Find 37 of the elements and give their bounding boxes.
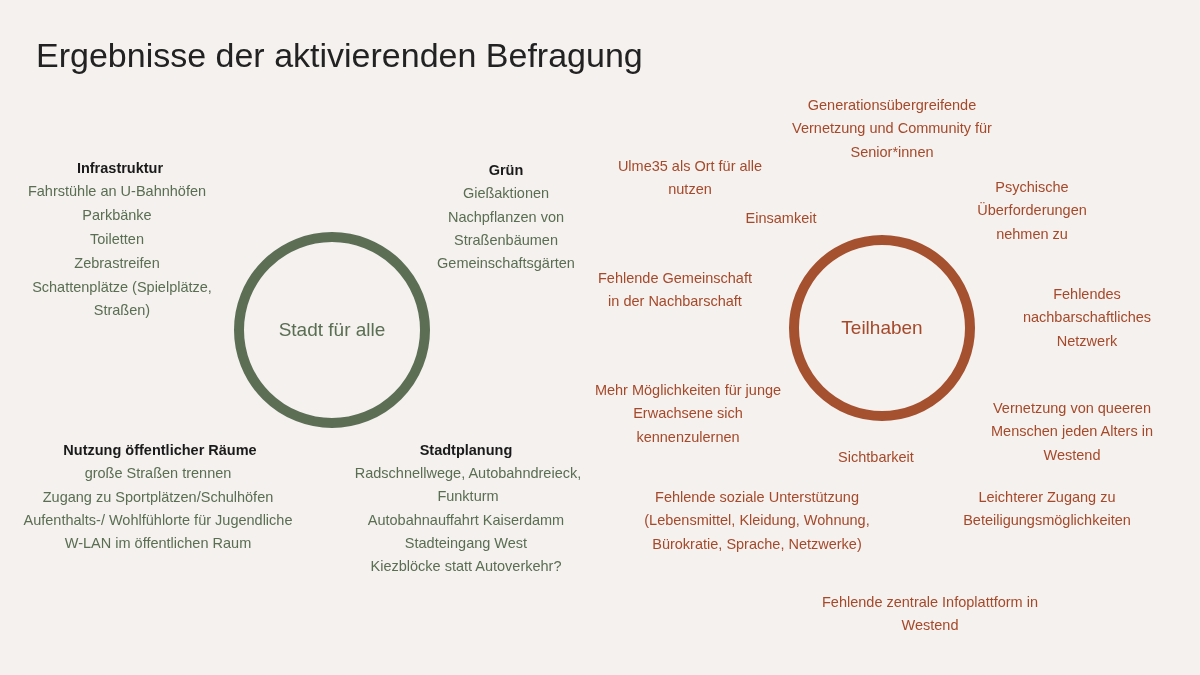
survey-item: Fehlende Gemeinschaft in der Nachbarschaft [597, 269, 753, 312]
ring-node [232, 230, 432, 430]
survey-item: Stadteingang West [403, 534, 529, 553]
survey-item: Fehlendes nachbarschaftliches Netzwerk [1021, 285, 1153, 351]
survey-item: Zugang zu Sportplätzen/Schulhöfen [41, 488, 275, 507]
survey-item: Nachpflanzen von Straßenbäumen [446, 208, 566, 251]
survey-item: Leichterer Zugang zu Beteiligungsmöglichkeiten [962, 488, 1132, 531]
survey-item: Gemeinschaftsgärten [436, 254, 576, 273]
survey-item: Generationsübergreifende Vernetzung und Community für Senior*innen [791, 96, 993, 162]
survey-item: große Straßen trennen [83, 464, 233, 483]
group-heading: Stadtplanung [418, 441, 514, 460]
survey-item: Parkbänke [81, 206, 153, 225]
survey-item: Fahrstühle an U-Bahnhöfen [26, 182, 208, 201]
survey-item: Fehlende soziale Unterstützung (Lebensmittel, Kleidung, Wohnung, Bürokratie, Sprache, Netzwerke) [643, 488, 871, 554]
survey-item: Vernetzung von queeren Menschen jeden Alters in Westend [990, 399, 1154, 465]
ring-node [787, 233, 977, 423]
survey-item: Toiletten [89, 230, 145, 249]
survey-item: Radschnellwege, Autobahndreieck, Funkturm [353, 464, 583, 507]
survey-item: Sichtbarkeit [837, 448, 915, 467]
survey-item: Einsamkeit [744, 209, 818, 228]
survey-item: Fehlende zentrale Infoplattform in Westend [821, 593, 1039, 636]
survey-item: Aufenthalts-/ Wohlfühlorte für Jugendliche [22, 511, 294, 530]
node-label: Teilhaben [840, 317, 924, 339]
survey-item: Psychische Überforderungen nehmen zu [976, 178, 1088, 244]
survey-item: Mehr Möglichkeiten für junge Erwachsene sich kennenzulernen [593, 381, 783, 447]
survey-item: Zebrastreifen [73, 254, 161, 273]
survey-item: Autobahnauffahrt Kaiserdamm [366, 511, 566, 530]
survey-item: Schattenplätze (Spielplätze, Straßen) [31, 278, 213, 321]
survey-item: Kiezblöcke statt Autoverkehr? [369, 557, 563, 576]
survey-item: Ulme35 als Ort für alle nutzen [616, 157, 764, 200]
group-heading: Nutzung öffentlicher Räume [62, 441, 258, 460]
survey-item: Gießaktionen [461, 184, 551, 203]
title: Ergebnisse der aktivierenden Befragung [36, 36, 643, 75]
survey-item: W-LAN im öffentlichen Raum [63, 534, 253, 553]
group-heading: Infrastruktur [75, 159, 165, 178]
node-label: Stadt für alle [277, 319, 387, 341]
group-heading: Grün [487, 161, 525, 180]
